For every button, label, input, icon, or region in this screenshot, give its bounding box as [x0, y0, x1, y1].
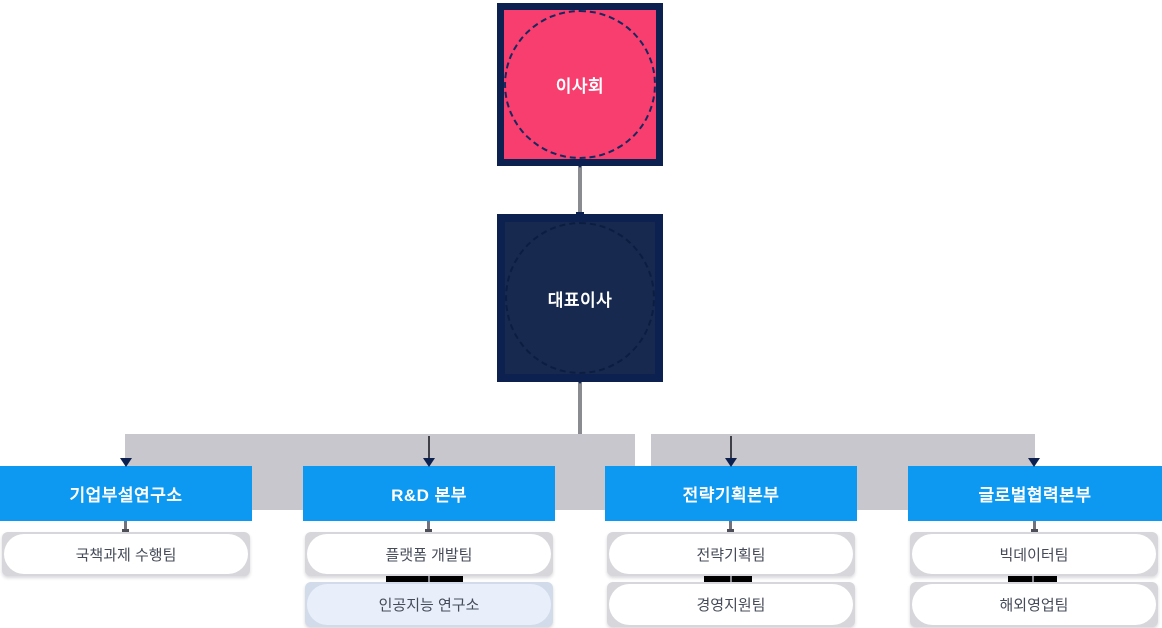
division-rnd: R&D 본부 — [303, 466, 555, 521]
connector-tip — [576, 212, 584, 218]
division-label: R&D 본부 — [391, 486, 467, 505]
team-label: 경영지원팀 — [609, 584, 853, 625]
arrow-down-icon — [120, 458, 132, 467]
arrow-down-icon — [725, 458, 737, 467]
division-label: 기업부설연구소 — [69, 486, 183, 505]
team-management-support: 경영지원팀 — [607, 582, 855, 627]
team-label: 플랫폼 개발팀 — [307, 534, 551, 574]
team-platform-dev: 플랫폼 개발팀 — [305, 532, 553, 576]
node-board-label: 이사회 — [555, 77, 605, 96]
connector-bar — [386, 576, 463, 582]
team-strategy-planning: 전략기획팀 — [607, 532, 855, 576]
arrow-down-icon — [423, 458, 435, 467]
connector-stem — [124, 521, 127, 532]
arrow-down-icon — [574, 375, 586, 384]
connector-tip — [122, 529, 129, 532]
connector-stem — [427, 521, 430, 532]
node-ceo: 대표이사 — [497, 214, 663, 382]
team-ai-lab: 인공지능 연구소 — [305, 582, 553, 627]
division-label: 글로벌협력본부 — [978, 486, 1092, 505]
connector-tip — [727, 529, 734, 532]
team-label: 빅데이터팀 — [912, 534, 1156, 574]
connector-dropline — [730, 436, 732, 460]
connector-tip — [425, 529, 432, 532]
division-strategy: 전략기획본부 — [605, 466, 857, 521]
team-label: 국책과제 수행팀 — [4, 534, 248, 574]
connector-stem — [1033, 521, 1036, 532]
node-ceo-label: 대표이사 — [547, 290, 613, 310]
connector-dropline — [428, 436, 430, 460]
connector-bar-split — [428, 576, 430, 582]
connector-bar-split — [730, 576, 732, 582]
connector-bar — [704, 576, 752, 582]
connector-bar-split — [1032, 576, 1034, 582]
team-label: 인공지능 연구소 — [307, 584, 551, 625]
arrow-down-icon — [574, 159, 586, 168]
team-label: 해외영업팀 — [912, 584, 1156, 625]
team-bigdata: 빅데이터팀 — [910, 532, 1158, 576]
team-overseas-sales: 해외영업팀 — [910, 582, 1158, 627]
connector-board-ceo — [578, 166, 582, 218]
node-board: 이사회 — [497, 3, 663, 166]
connector-ceo-band — [578, 380, 582, 436]
team-label: 전략기획팀 — [609, 534, 853, 574]
connector-stem — [729, 521, 732, 532]
arrow-down-icon — [1028, 458, 1040, 467]
division-research-institute: 기업부설연구소 — [0, 466, 252, 521]
team-national-projects: 국책과제 수행팀 — [2, 532, 250, 576]
connector-tip — [1031, 529, 1038, 532]
division-global: 글로벌협력본부 — [908, 466, 1162, 521]
division-label: 전략기획본부 — [682, 486, 780, 505]
